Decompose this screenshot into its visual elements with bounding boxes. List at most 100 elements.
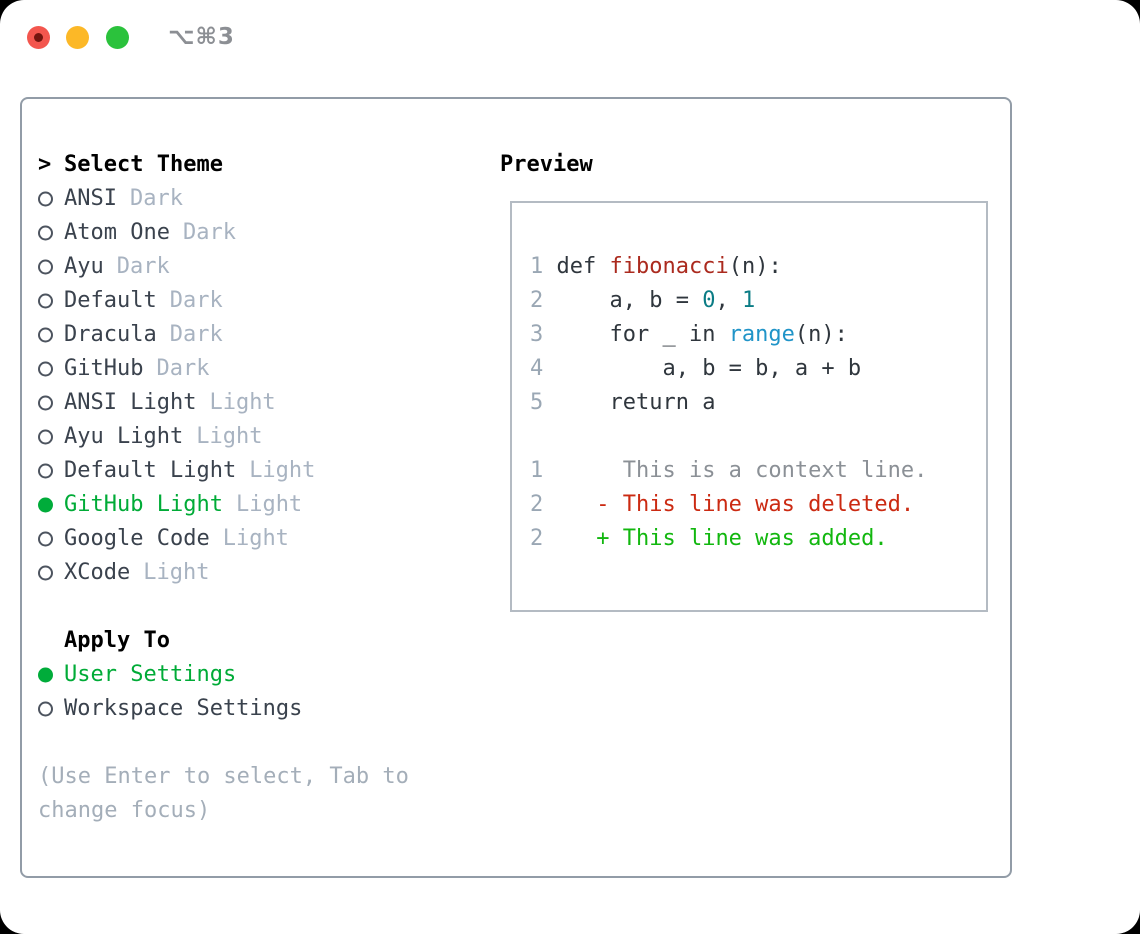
code-line: 1 def fibonacci(n): (530, 250, 986, 284)
code-line: 2 + This line was added. (530, 522, 986, 556)
token-lit: 1 (741, 288, 756, 313)
token-num: 1 (530, 458, 544, 483)
token-plain: for _ in (543, 322, 729, 347)
apply-option-workspace-settings[interactable]: Workspace Settings (38, 692, 488, 726)
theme-name: Ayu Light (64, 424, 184, 449)
theme-name: ANSI Light (64, 390, 197, 415)
hint-row: change focus) (38, 794, 488, 828)
radio-selected-icon (38, 497, 53, 513)
token-plain: , (715, 288, 742, 313)
marker-column (38, 250, 64, 284)
minimize-button[interactable] (66, 26, 89, 49)
token-plain: (n): (728, 254, 782, 279)
theme-option-default[interactable]: Default Dark (38, 284, 488, 318)
theme-option-ayu-light[interactable]: Ayu Light Light (38, 420, 488, 454)
token-call: range (728, 322, 795, 347)
theme-option-google-code[interactable]: Google Code Light (38, 522, 488, 556)
radio-unselected-icon (38, 293, 53, 309)
apply-option-user-settings[interactable]: User Settings (38, 658, 488, 692)
marker-column (38, 556, 64, 590)
marker-column (38, 182, 64, 216)
radio-unselected-icon (38, 395, 53, 411)
theme-name: Dracula (64, 322, 157, 347)
code-line: 3 for _ in range(n): (530, 318, 986, 352)
code-line: 2 - This line was deleted. (530, 488, 986, 522)
radio-unselected-icon (38, 259, 53, 275)
marker-column (38, 658, 64, 692)
selection-cursor-icon: > (38, 152, 52, 177)
spacer-row (38, 726, 488, 760)
marker-column (38, 216, 64, 250)
theme-name: Google Code (64, 526, 210, 551)
radio-unselected-icon (38, 327, 53, 343)
token-plain: def (543, 254, 610, 279)
window-title: ⌥⌘3 (168, 24, 235, 50)
radio-selected-icon (38, 667, 53, 683)
token-num: 5 (530, 390, 544, 415)
close-dot-icon (34, 33, 43, 42)
token-plain (543, 526, 596, 551)
theme-variant-tag: Dark (116, 254, 170, 279)
code-line: 5 return a (530, 386, 986, 420)
token-plain: a, b = (543, 288, 703, 313)
theme-variant-tag: Light (143, 560, 210, 585)
spacer-row (38, 590, 488, 624)
token-plain (543, 492, 596, 517)
hint-row: (Use Enter to select, Tab to (38, 760, 488, 794)
apply-to-header: Apply To (64, 628, 170, 653)
radio-unselected-icon (38, 191, 53, 207)
marker-column (38, 386, 64, 420)
theme-name: ANSI (64, 186, 117, 211)
theme-list-header-row: > Select Theme (38, 148, 488, 182)
theme-name: GitHub (64, 356, 144, 381)
radio-unselected-icon (38, 531, 53, 547)
hint-text: (Use Enter to select, Tab to (38, 764, 409, 789)
theme-option-github[interactable]: GitHub Dark (38, 352, 488, 386)
marker-column (38, 284, 64, 318)
theme-list-header: Select Theme (64, 152, 223, 177)
marker-column (38, 488, 64, 522)
apply-option-label: User Settings (64, 662, 237, 687)
token-num: 2 (530, 526, 544, 551)
radio-unselected-icon (38, 225, 53, 241)
token-add: + This line was added. (596, 526, 888, 551)
theme-option-dracula[interactable]: Dracula Dark (38, 318, 488, 352)
theme-variant-tag: Light (196, 424, 263, 449)
zoom-button[interactable] (106, 26, 129, 49)
radio-unselected-icon (38, 463, 53, 479)
token-num: 4 (530, 356, 544, 381)
token-num: 1 (530, 254, 544, 279)
token-ctx: This is a context line. (543, 458, 928, 483)
theme-name: Default Light (64, 458, 237, 483)
close-button[interactable] (27, 26, 50, 49)
theme-variant-tag: Light (222, 526, 289, 551)
marker-column (38, 624, 64, 658)
marker-column (38, 522, 64, 556)
token-num: 2 (530, 288, 544, 313)
theme-option-ansi-light[interactable]: ANSI Light Light (38, 386, 488, 420)
marker-column: > (38, 148, 64, 182)
code-line: 2 a, b = 0, 1 (530, 284, 986, 318)
marker-column (38, 454, 64, 488)
theme-name: Atom One (64, 220, 170, 245)
theme-name: Default (64, 288, 157, 313)
theme-variant-tag: Dark (169, 288, 223, 313)
token-plain: (n): (794, 322, 848, 347)
token-plain: return a (543, 390, 716, 415)
theme-variant-tag: Dark (156, 356, 210, 381)
code-line: 4 a, b = b, a + b (530, 352, 986, 386)
token-func: fibonacci (609, 254, 729, 279)
hint-text: change focus) (38, 798, 211, 823)
theme-name: GitHub Light (64, 492, 223, 517)
radio-unselected-icon (38, 429, 53, 445)
theme-variant-tag: Light (209, 390, 276, 415)
theme-variant-tag: Dark (169, 322, 223, 347)
